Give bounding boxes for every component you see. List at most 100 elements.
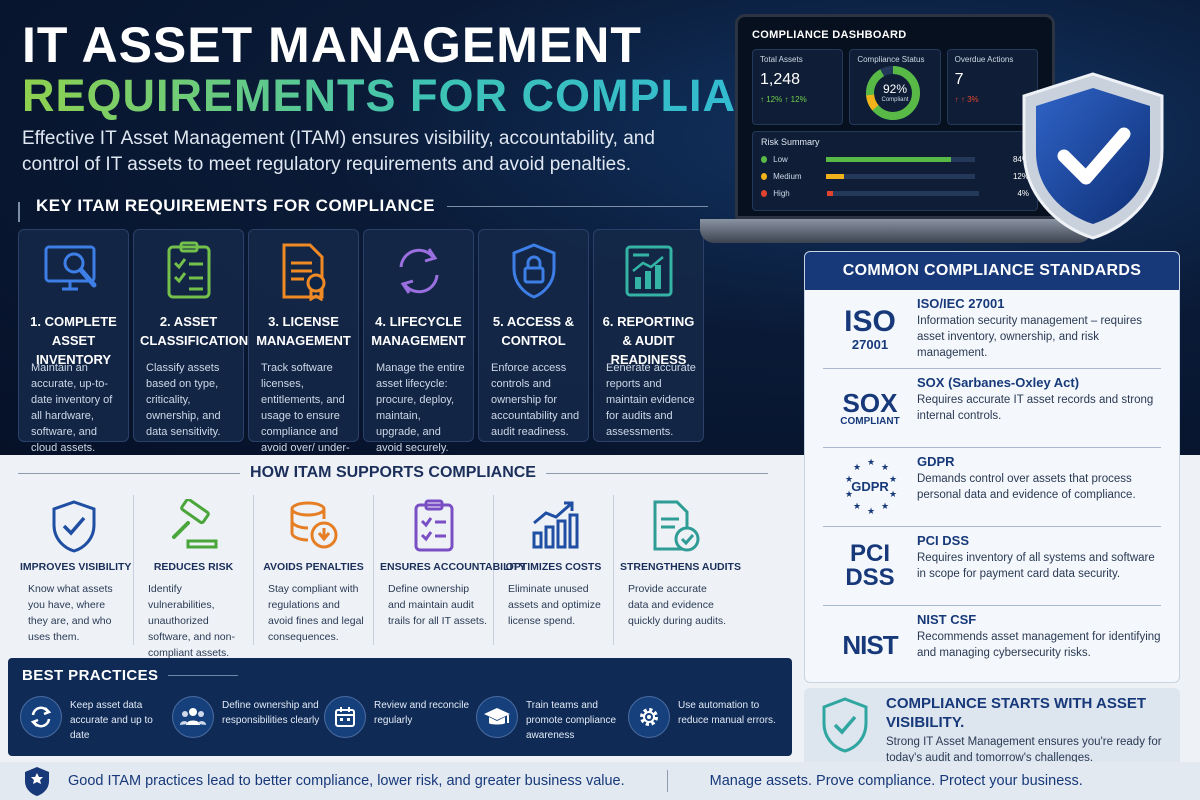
practice-text: Review and reconcile regularly <box>374 700 470 726</box>
practice-item: Review and reconcile regularly <box>324 696 476 743</box>
benefit-item: REDUCES RISK Identify vulnerabilities, u… <box>134 495 254 659</box>
shield-lock-icon <box>485 238 582 304</box>
footer-right-text: Manage assets. Prove compliance. Protect… <box>709 773 1083 789</box>
title-line-2: REQUIREMENTS FOR COMPLIANCE <box>22 70 835 121</box>
standard-item: ★★★★★★★★★★GDPR GDPR Demands control over … <box>823 448 1161 527</box>
benefit-desc: Stay compliant with regulations and avoi… <box>268 583 364 643</box>
requirement-desc: Enforce access controls and ownership fo… <box>491 362 580 438</box>
benefit-title: STRENGTHENS AUDITS <box>620 561 741 573</box>
overdue-actions-label: Overdue Actions <box>954 55 1014 64</box>
standard-name: SOX (Sarbanes-Oxley Act) <box>917 375 1080 390</box>
overdue-actions-value: 7 <box>954 71 964 88</box>
certificate-document-icon <box>255 238 352 304</box>
total-assets-value: 1,248 <box>760 71 801 88</box>
shield-icon <box>25 767 49 796</box>
nist-logo: NIST <box>842 629 898 660</box>
svg-text:GDPR: GDPR <box>851 479 889 494</box>
benefit-item: STRENGTHENS AUDITS Provide accurate data… <box>614 495 741 645</box>
standard-desc: Demands control over assets that process… <box>917 473 1136 501</box>
how-heading: HOW ITAM SUPPORTS COMPLIANCE <box>250 464 536 481</box>
compliance-status-card: Compliance Status 92% Compliant <box>849 49 941 125</box>
sync-icon <box>20 696 62 738</box>
requirement-desc: Track software licenses, entitlements, a… <box>261 362 350 470</box>
requirement-title: 2. ASSET CLASSIFICATION <box>140 314 249 348</box>
benefit-desc: Know what assets you have, where they ar… <box>28 583 113 643</box>
document-check-icon <box>620 495 728 557</box>
compliance-value: 92% <box>882 82 907 96</box>
svg-text:★: ★ <box>881 502 889 512</box>
practice-item: Keep asset data accurate and up to date <box>20 696 172 743</box>
standards-heading: COMMON COMPLIANCE STANDARDS <box>805 252 1179 290</box>
requirement-title: 1. COMPLETE ASSET INVENTORY <box>30 314 117 367</box>
overdue-actions-trend: ↑ ↑ 3% <box>954 95 979 104</box>
key-requirements-list: 1. COMPLETE ASSET INVENTORY Maintain an … <box>18 229 704 470</box>
key-requirements-heading-bar: KEY ITAM REQUIREMENTS FOR COMPLIANCE <box>18 196 708 222</box>
standard-name: ISO/IEC 27001 <box>917 296 1005 311</box>
title-line-1: IT ASSET MANAGEMENT <box>22 17 642 73</box>
svg-text:★: ★ <box>853 502 861 512</box>
risk-name: High <box>773 189 790 198</box>
starts-title: COMPLIANCE STARTS WITH ASSET VISIBILITY. <box>886 695 1146 731</box>
practice-text: Use automation to reduce manual errors. <box>678 700 776 726</box>
svg-text:★: ★ <box>889 475 897 485</box>
requirement-card: 6. REPORTING & AUDIT READINESS Eenerate … <box>593 229 704 442</box>
gavel-icon <box>140 495 247 557</box>
benefit-desc: Define ownership and maintain audit trai… <box>388 583 488 627</box>
compliance-starts-banner: COMPLIANCE STARTS WITH ASSET VISIBILITY.… <box>804 688 1180 770</box>
svg-text:★: ★ <box>881 463 889 473</box>
report-chart-icon <box>600 238 697 304</box>
key-requirements-heading: KEY ITAM REQUIREMENTS FOR COMPLIANCE <box>36 196 435 215</box>
risk-percent: 4% <box>1017 189 1029 198</box>
benefit-item: ENSURES ACCOUNTABILITY Define ownership … <box>374 495 526 645</box>
intro-text: Effective IT Asset Management (ITAM) ens… <box>22 128 655 175</box>
compliance-status-label: Compliance Status <box>857 55 925 64</box>
growth-chart-icon <box>500 495 607 557</box>
requirement-desc: Eenerate accurate reports and maintain e… <box>606 362 696 438</box>
requirement-card: 2. ASSET CLASSIFICATION Classify assets … <box>133 229 249 442</box>
requirement-card: 4. LIFECYCLE MANAGEMENT Manage the entir… <box>363 229 474 454</box>
requirement-card: 3. LICENSE MANAGEMENT Track software lic… <box>248 229 359 470</box>
svg-text:★: ★ <box>889 490 897 500</box>
benefit-item: OPTIMIZES COSTS Eliminate unused assets … <box>494 495 614 645</box>
compliance-dashboard: COMPLIANCE DASHBOARD Total Assets 1,248 … <box>735 14 1055 219</box>
footer-left-text: Good ITAM practices lead to better compl… <box>68 773 625 789</box>
benefit-title: ENSURES ACCOUNTABILITY <box>380 561 526 573</box>
requirement-title: 6. REPORTING & AUDIT READINESS <box>602 314 695 367</box>
benefit-title: REDUCES RISK <box>153 561 234 573</box>
team-icon <box>172 696 214 738</box>
calendar-icon <box>324 696 366 738</box>
benefit-desc: Eliminate unused assets and optimize lic… <box>508 583 601 627</box>
dashboard-title: COMPLIANCE DASHBOARD <box>752 29 907 41</box>
shield-check-icon <box>822 697 868 753</box>
svg-text:★: ★ <box>867 507 875 517</box>
risk-bar <box>827 191 834 196</box>
svg-text:★: ★ <box>845 475 853 485</box>
practice-text: Train teams and promote compliance aware… <box>526 700 617 741</box>
footer-bar: Good ITAM practices lead to better compl… <box>0 762 1200 800</box>
standard-desc: Requires accurate IT asset records and s… <box>917 394 1154 422</box>
svg-text:★: ★ <box>867 458 875 468</box>
graduation-cap-icon <box>476 696 518 738</box>
svg-text:★: ★ <box>853 463 861 473</box>
practice-item: Define ownership and responsibilities cl… <box>172 696 324 743</box>
practice-item: Use automation to reduce manual errors. <box>628 696 780 743</box>
best-practices-panel: BEST PRACTICES Keep asset data accurate … <box>8 658 792 756</box>
practice-text: Define ownership and responsibilities cl… <box>222 700 320 726</box>
risk-row: High 4% <box>761 185 1029 202</box>
gear-icon <box>628 696 670 738</box>
clipboard-check-icon <box>380 495 487 557</box>
compliance-donut <box>866 66 921 120</box>
standard-desc: Requires inventory of all systems and so… <box>917 552 1155 580</box>
risk-name: Medium <box>773 172 802 181</box>
gdpr-logo: ★★★★★★★★★★GDPR <box>823 454 917 520</box>
risk-percent: 84% <box>1012 155 1029 164</box>
requirement-card: 1. COMPLETE ASSET INVENTORY Maintain an … <box>18 229 129 454</box>
checklist-icon <box>140 238 237 304</box>
